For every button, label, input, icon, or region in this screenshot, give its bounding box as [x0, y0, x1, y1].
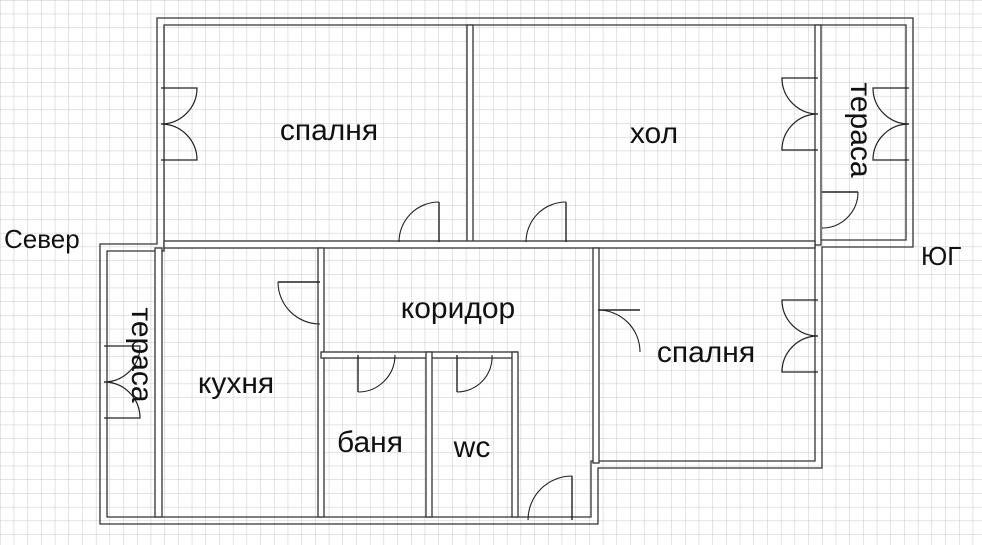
door-wc [456, 354, 493, 393]
door-bathroom [357, 354, 396, 393]
interior-walls [154, 24, 822, 518]
window-terrace-north [103, 345, 141, 419]
room-label-kitchen: кухня [198, 367, 274, 400]
door-kitchen-to-corridor [277, 281, 321, 325]
room-label-hall: хол [630, 117, 678, 150]
window-hall [781, 77, 819, 151]
door-bedroom-top-to-corridor [398, 201, 440, 243]
compass-north-label: Север [4, 224, 80, 254]
room-label-bathroom: баня [337, 426, 403, 459]
room-label-bedroom-right: спалня [657, 336, 755, 369]
room-label-terrace-south: тераса [844, 82, 877, 177]
window-bedroom-right [781, 299, 819, 373]
room-label-wc: wc [453, 431, 491, 464]
door-corridor-to-bedroom [597, 309, 641, 353]
compass-south-label: ЮГ [921, 241, 961, 271]
room-label-bedroom-top: спалня [280, 114, 378, 147]
outer-walls [99, 17, 914, 525]
window-bedroom-top [160, 87, 198, 161]
door-hall-to-terrace [821, 191, 859, 229]
window-terrace-south [872, 87, 910, 161]
door-entrance [527, 475, 573, 521]
room-label-corridor: коридор [401, 292, 515, 325]
room-label-terrace-north: тераса [125, 307, 158, 402]
door-hall-to-corridor [525, 201, 567, 243]
